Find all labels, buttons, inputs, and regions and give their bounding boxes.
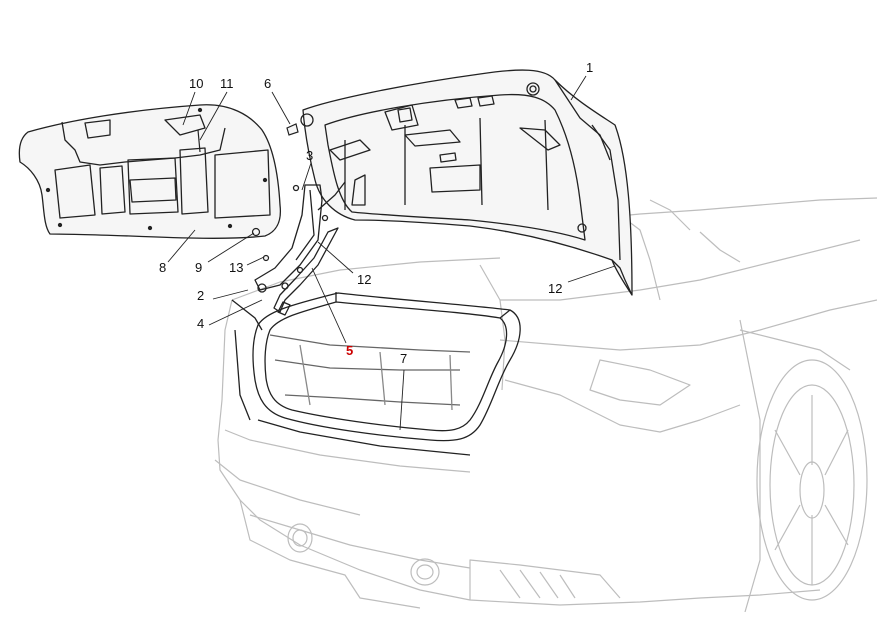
callout-8: 8 [159,260,167,275]
callout-10: 10 [189,76,204,91]
leader-lines [167,75,616,431]
trunk-lid [300,69,633,296]
callout-11: 11 [220,76,234,91]
callout-13: 13 [229,260,244,275]
callout-2: 2 [197,288,205,303]
callout-12-lid: 12 [548,281,563,296]
hinge-and-strut [254,181,346,316]
callout-1: 1 [586,60,594,75]
callout-4: 4 [197,316,205,331]
car-body-ghost [214,197,877,613]
callout-12-strut: 12 [357,272,372,287]
callout-6: 6 [264,76,272,91]
callout-5: 5 [346,343,354,358]
callout-9: 9 [195,260,203,275]
callout-3: 3 [306,148,314,163]
trunk-opening [231,292,521,456]
callout-7: 7 [400,351,408,366]
inner-lining-panel [18,104,282,239]
fasteners [197,123,299,262]
